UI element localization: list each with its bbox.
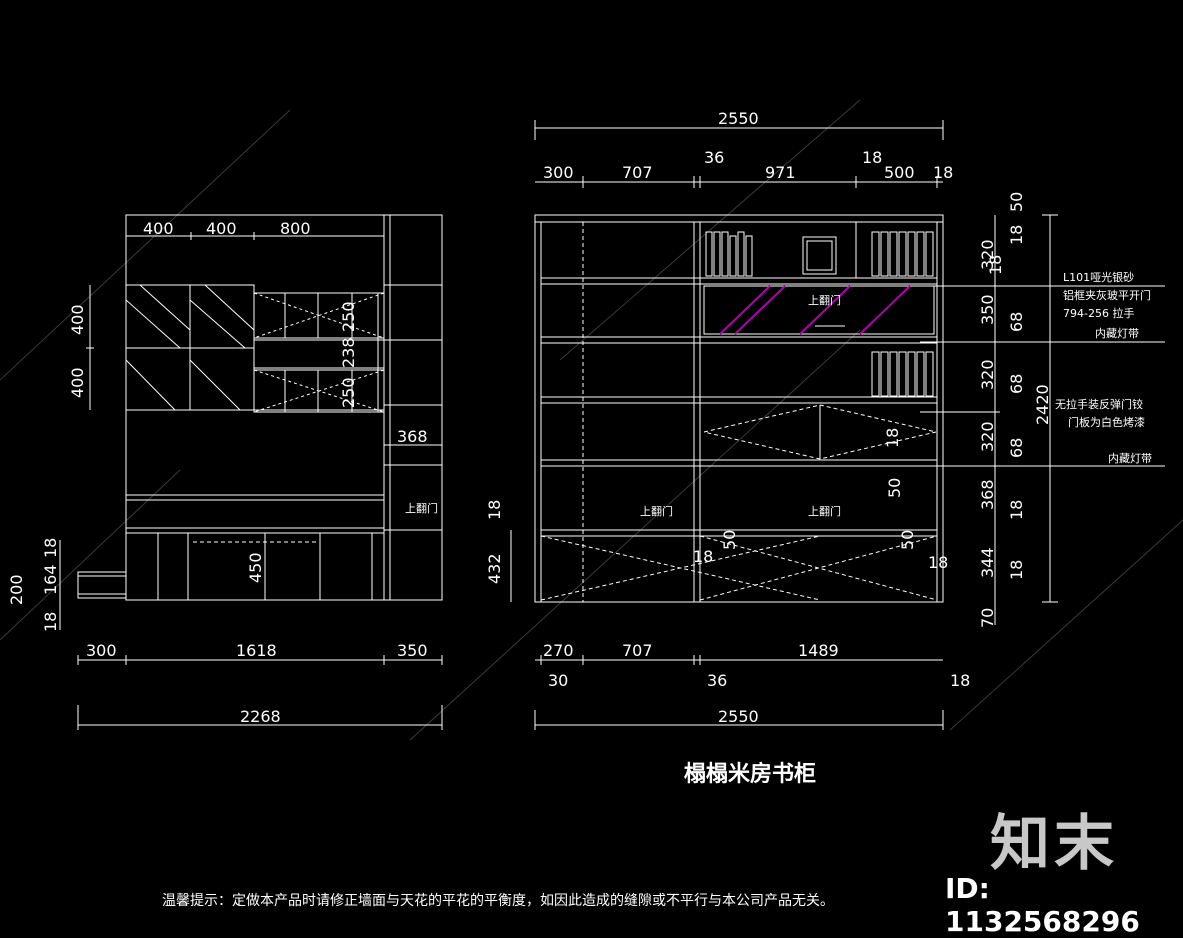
left-top-dim-2: 400 bbox=[206, 219, 237, 238]
left-side-dim-1: 400 bbox=[68, 304, 87, 335]
right-v-dim-11: 368 bbox=[978, 479, 997, 510]
books-top-left bbox=[705, 231, 753, 277]
right-v-dim-1: 50 bbox=[1007, 192, 1026, 212]
right-cabinet-outline bbox=[534, 214, 944, 603]
right-top-dim-1: 300 bbox=[543, 163, 574, 182]
right-bottom-dim-2: 707 bbox=[622, 641, 653, 660]
flip-door-label-1: 上翻门 bbox=[808, 293, 841, 307]
left-top-dim-1: 400 bbox=[143, 219, 174, 238]
right-top-dim-6: 500 bbox=[884, 163, 915, 182]
left-side-column bbox=[383, 214, 443, 601]
drawing-title: 榻榻米房书柜 bbox=[684, 761, 816, 787]
flip-door-label-3: 上翻门 bbox=[808, 504, 841, 518]
books-middle bbox=[871, 351, 934, 397]
right-top-dim-4: 971 bbox=[765, 163, 796, 182]
watermark-id: ID: 1132568296 bbox=[945, 872, 1140, 938]
right-left-dim-1: 18 bbox=[485, 500, 504, 520]
note-push-door-2: 门板为白色烤漆 bbox=[1068, 415, 1145, 429]
right-v-dim-2: 18 bbox=[1007, 225, 1026, 245]
left-bottom-dim-1: 300 bbox=[86, 641, 117, 660]
note-light-strip-2: 内藏灯带 bbox=[1108, 451, 1152, 465]
left-drawer-dim: 450 bbox=[246, 552, 265, 583]
right-inner-dim-5: 50 bbox=[898, 530, 917, 550]
right-top-dim-2: 707 bbox=[622, 163, 653, 182]
picture-frame bbox=[802, 236, 837, 275]
right-inner-dim-6: 18 bbox=[928, 553, 948, 572]
right-inner-dim-4: 18 bbox=[693, 547, 713, 566]
glass-door bbox=[703, 285, 935, 335]
left-bottom-dim-2: 1618 bbox=[236, 641, 277, 660]
left-flip-door-label: 上翻门 bbox=[405, 501, 438, 515]
right-top-dim-3: 36 bbox=[704, 148, 724, 167]
right-bottom-dim-1: 270 bbox=[543, 641, 574, 660]
watermark-brand: 知末 bbox=[990, 809, 1118, 879]
left-bottom-dim-3: 350 bbox=[397, 641, 428, 660]
note-light-strip-1: 内藏灯带 bbox=[1095, 326, 1139, 340]
flip-door-label-2: 上翻门 bbox=[640, 504, 673, 518]
left-elevation bbox=[59, 214, 443, 730]
left-step-dim-1: 18 bbox=[41, 538, 60, 558]
right-v-dim-8: 68 bbox=[1007, 374, 1026, 394]
right-v-dim-14: 18 bbox=[1007, 560, 1026, 580]
right-v-dim-3: 18 bbox=[986, 255, 1005, 275]
left-side-dim-2: 400 bbox=[68, 367, 87, 398]
right-v-dim-15: 70 bbox=[978, 608, 997, 628]
right-inner-dim-3: 50 bbox=[720, 530, 739, 550]
right-elevation bbox=[510, 120, 1165, 730]
right-v-dim-5: 350 bbox=[978, 294, 997, 325]
right-v-dim-4: 320 bbox=[978, 239, 997, 270]
left-inner-dim-1: 250 bbox=[339, 301, 358, 332]
left-step-dim-4: 18 bbox=[41, 612, 60, 632]
left-column-dim: 368 bbox=[397, 427, 428, 446]
note-push-door-1: 无拉手装反弹门铰 bbox=[1055, 397, 1143, 411]
right-top-total: 2550 bbox=[718, 109, 759, 128]
note-glass-door-3: 794-256 拉手 bbox=[1063, 306, 1134, 320]
right-bottom-dim-3: 1489 bbox=[798, 641, 839, 660]
right-v-dim-9: 320 bbox=[978, 421, 997, 452]
left-total-width: 2268 bbox=[240, 707, 281, 726]
watermark-pattern bbox=[0, 99, 1183, 741]
right-top-dim-5: 18 bbox=[862, 148, 882, 167]
right-total-height: 2420 bbox=[1033, 384, 1052, 425]
right-bottom-small-3: 18 bbox=[950, 671, 970, 690]
left-step-dim-3: 200 bbox=[7, 574, 26, 605]
books-top-right bbox=[871, 231, 934, 277]
right-top-dim-7: 18 bbox=[933, 163, 953, 182]
right-v-dim-6: 68 bbox=[1007, 312, 1026, 332]
right-inner-dim-1: 18 bbox=[883, 428, 902, 448]
note-glass-door-1: L101哑光银砂 bbox=[1063, 270, 1134, 284]
right-bottom-total: 2550 bbox=[718, 707, 759, 726]
right-v-dim-13: 344 bbox=[978, 547, 997, 578]
footer-note: 温馨提示：定做本产品时请修正墙面与天花的平花的平衡度，如因此造成的缝隙或不平行与… bbox=[162, 893, 834, 909]
glass-accent bbox=[719, 285, 911, 335]
left-step-dim-2: 164 bbox=[41, 564, 60, 595]
right-v-dim-7: 320 bbox=[978, 359, 997, 390]
left-top-dim-3: 800 bbox=[280, 219, 311, 238]
left-inner-dim-2: 238 bbox=[339, 337, 358, 368]
right-v-dim-12: 18 bbox=[1007, 500, 1026, 520]
left-inner-dim-3: 250 bbox=[339, 377, 358, 408]
right-v-dim-10: 68 bbox=[1007, 438, 1026, 458]
right-left-dim-2: 432 bbox=[485, 553, 504, 584]
right-bottom-small-1: 30 bbox=[548, 671, 568, 690]
note-glass-door-2: 铝框夹灰玻平开门 bbox=[1063, 288, 1151, 302]
right-inner-dim-2: 50 bbox=[885, 478, 904, 498]
right-bottom-small-2: 36 bbox=[707, 671, 727, 690]
